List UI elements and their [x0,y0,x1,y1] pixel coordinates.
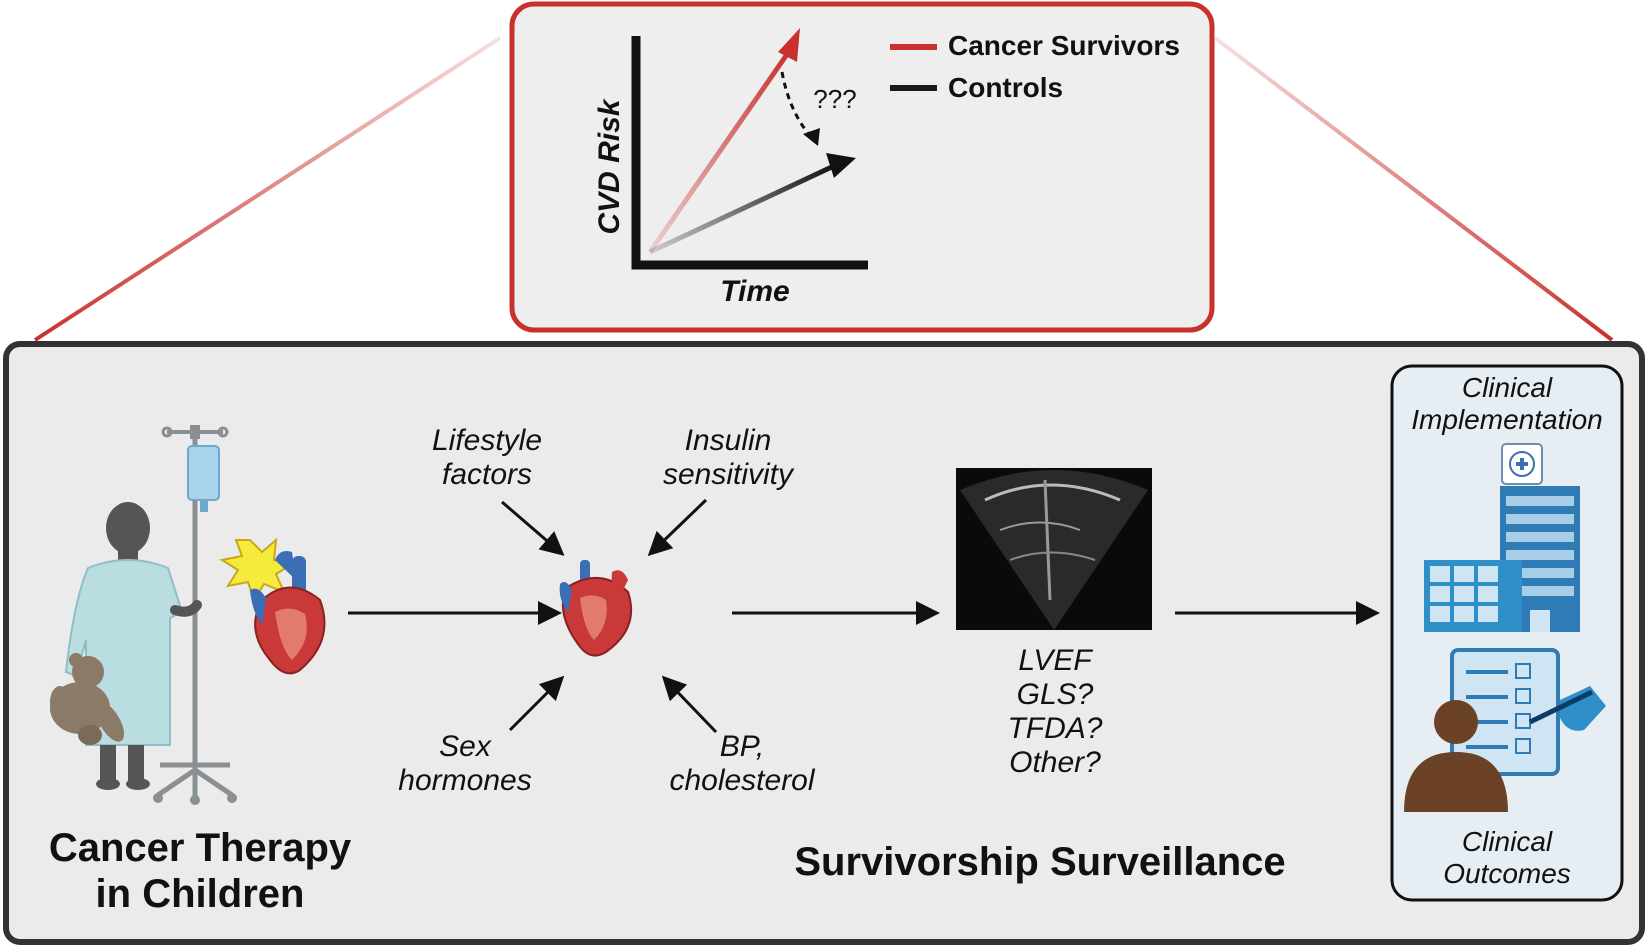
teddy-bear-icon [50,653,124,745]
metric-other: Other? [1009,746,1101,779]
survivors-trend-arrow [647,48,793,254]
inset-axes [631,36,868,270]
metric-lvef: LVEF [1018,644,1092,677]
zoom-line-right [1213,36,1614,342]
flow-arrows [348,498,1380,734]
controls-trend-arrow [648,162,838,255]
arrow-bp [661,675,718,734]
legend-label-survivors: Cancer Survivors [948,30,1180,61]
inset-box [509,1,1215,333]
main-panel [3,341,1645,945]
inset-xlabel: Time [720,275,790,308]
metric-tfda: TFDA? [1007,712,1103,745]
factor-insulin: Insulin sensitivity [662,424,794,491]
factor-lifestyle: Lifestyle factors [431,424,543,491]
zoom-line-left [33,36,502,342]
implementation-line1: Clinical [1461,372,1553,403]
inset-ylabel: CVD Risk [593,99,626,235]
heart-icon-large [250,551,326,675]
therapy-title-line2: in Children [95,872,305,916]
outcomes-line1: Clinical [1461,826,1553,857]
arrow-insulin [647,498,708,557]
factor-sex-hormones: Sex hormones [398,730,532,797]
clinician-avatar-icon [1404,700,1508,812]
metric-gls: GLS? [1016,678,1094,711]
surveillance-title: Survivorship Surveillance [794,840,1286,884]
echocardiogram-image [956,468,1152,630]
legend-label-controls: Controls [948,72,1064,103]
clipboard-checklist-icon [1450,648,1606,776]
heart-icon-small [559,560,633,657]
inset-question-marks: ??? [813,84,857,114]
implementation-line2: Implementation [1411,404,1603,435]
hospital-building-icon [1424,443,1580,632]
arrow-sex-hormones [508,675,565,732]
therapy-title-line1: Cancer Therapy [48,826,352,870]
factor-bp: BP, cholesterol [669,730,815,797]
outcomes-line2: Outcomes [1443,858,1571,889]
arrow-lifestyle [501,500,565,556]
